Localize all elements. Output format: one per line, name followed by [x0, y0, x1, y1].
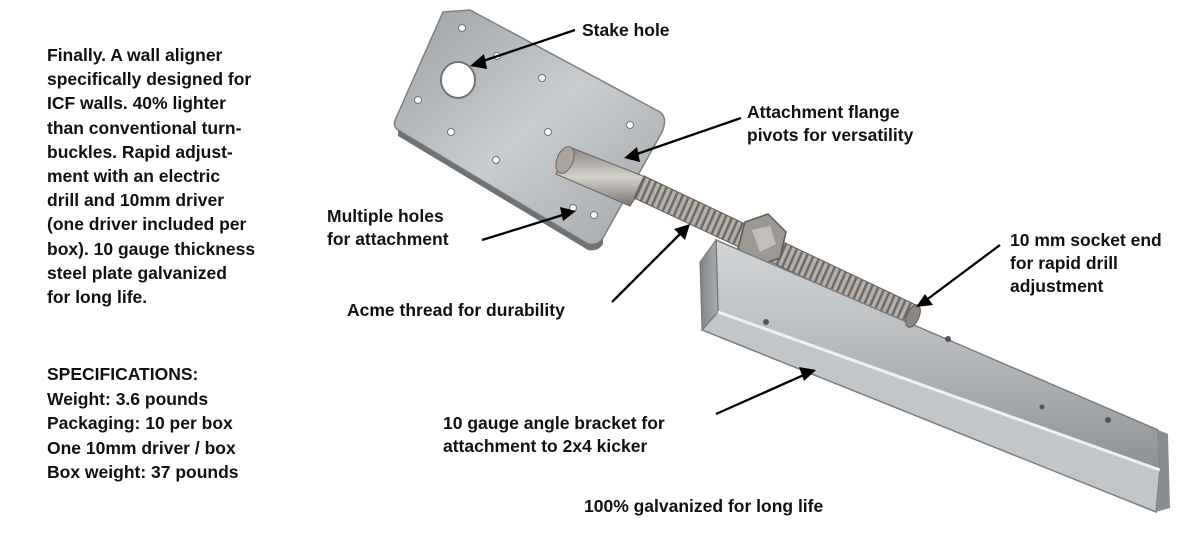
callout-galvanized: 100% galvanized for long life [584, 496, 824, 516]
callout-multiple-holes: Multiple holes for attachment [327, 206, 449, 249]
product-description: Finally. A wall aligner specifically des… [47, 45, 256, 308]
spec-box-weight: Box weight: 37 pounds [47, 462, 239, 482]
callout-stake-hole: Stake hole [582, 20, 670, 40]
arrow-multiple-holes [481, 207, 576, 242]
pivot-collar [555, 146, 649, 207]
callout-angle-bracket: 10 gauge angle bracket for attachment to… [443, 413, 665, 456]
hex-nut [737, 213, 787, 267]
callout-socket-end: 10 mm socket end for rapid drill adjustm… [1010, 230, 1162, 296]
callout-attachment-flange: Attachment flange pivots for versatility [747, 102, 914, 145]
callout-acme-thread: Acme thread for durability [347, 300, 565, 320]
arrow-socket-end [916, 244, 1001, 307]
arrow-stake-hole [470, 28, 576, 69]
arrow-attachment-flange [624, 116, 742, 162]
stake-hole-shape [440, 61, 476, 99]
angle-bracket [699, 238, 1170, 514]
arrow-acme-thread [611, 224, 690, 303]
spec-weight: Weight: 3.6 pounds [47, 388, 209, 409]
arrow-angle-bracket [715, 367, 816, 416]
spec-driver: One 10mm driver / box [47, 437, 236, 458]
specifications-heading: SPECIFICATIONS: [47, 364, 199, 384]
spec-packaging: Packaging: 10 per box [47, 413, 233, 433]
callout-arrows [470, 28, 1001, 416]
specifications-block: SPECIFICATIONS: Weight: 3.6 pounds Packa… [47, 362, 337, 485]
